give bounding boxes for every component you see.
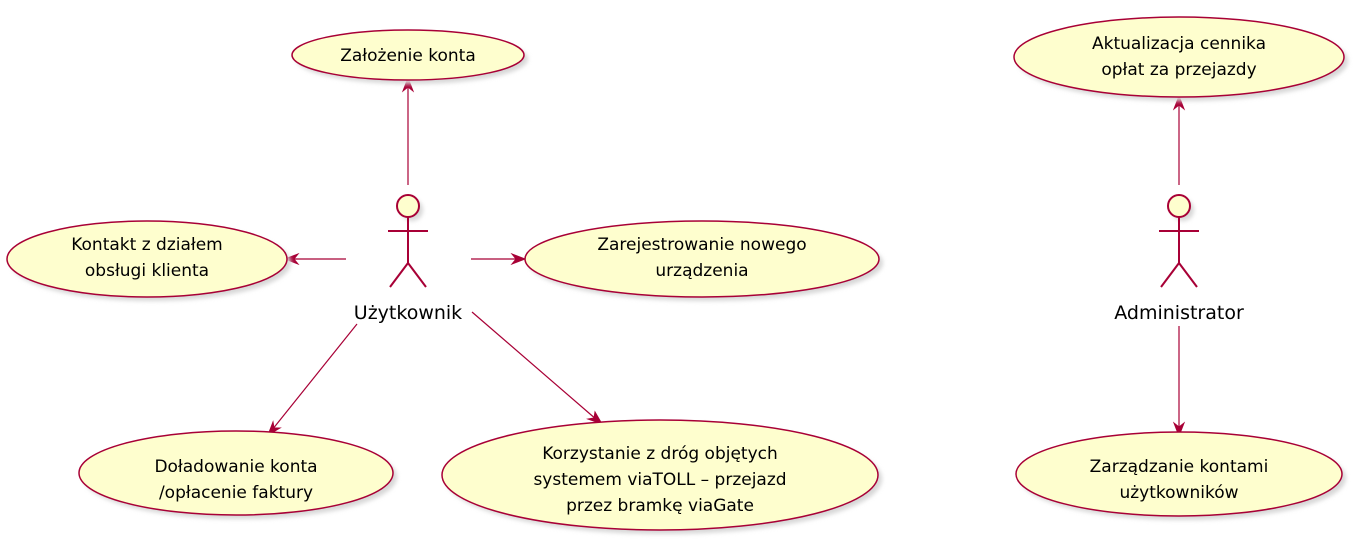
use-case-label: Zarządzanie kontami [1090,457,1269,477]
use-case-label: systemem viaTOLL – przejazd [533,470,786,490]
use-case-label: urządzenia [655,261,748,281]
arrowhead [283,252,300,266]
use-case-ellipse [6,220,288,298]
use-case-use-roads: Korzystanie z dróg objętych systemem via… [441,419,882,534]
use-case-update-prices: Aktualizacja cennika opłat za przejazdy [1013,16,1348,101]
use-case-label: przez bramkę viaGate [566,496,754,516]
use-case-ellipse [1013,16,1345,98]
use-case-ellipse [78,430,394,516]
use-case-create-account: Założenie konta [291,29,528,84]
use-case-label: Aktualizacja cennika [1092,34,1266,54]
stick-figure-icon [388,194,428,288]
use-case-register-device: Zarejestrowanie nowego urządzenia [524,220,883,301]
use-case-top-up: Doładowanie konta /opłacenie faktury [78,430,397,519]
stick-figure-icon [1159,194,1199,288]
use-case-label: /opłacenie faktury [159,483,313,503]
use-case-label: Korzystanie z dróg objętych [542,444,778,464]
use-case-manage-accounts: Zarządzanie kontami użytkowników [1015,431,1346,520]
use-case-label: opłat za przejazdy [1101,60,1256,80]
use-case-label: Założenie konta [340,46,476,66]
use-case-ellipse [291,29,525,81]
use-case-ellipse [441,419,879,531]
use-case-label: obsługi klienta [85,261,209,281]
actor-user: Użytkownik [354,194,462,324]
use-case-label: użytkowników [1119,483,1238,503]
actor-name: Użytkownik [354,302,462,324]
edges [267,76,1186,438]
use-case-ellipse [1015,431,1343,517]
use-case-label: Doładowanie konta [154,457,317,477]
arrowhead [586,410,604,425]
use-case-contact-support: Kontakt z działem obsługi klienta [6,220,291,301]
use-case-label: Zarejestrowanie nowego [597,235,806,255]
use-case-label: Kontakt z działem [71,235,223,255]
use-case-ellipse [524,220,880,298]
arrowhead [1172,421,1186,438]
arrowhead [510,252,527,266]
edge-user-use-roads [471,311,598,421]
edge-user-top-up [271,323,358,431]
actor-admin: Administrator [1114,194,1244,324]
actor-name: Administrator [1114,302,1244,324]
arrowhead [1172,94,1186,111]
arrowhead [401,76,415,93]
